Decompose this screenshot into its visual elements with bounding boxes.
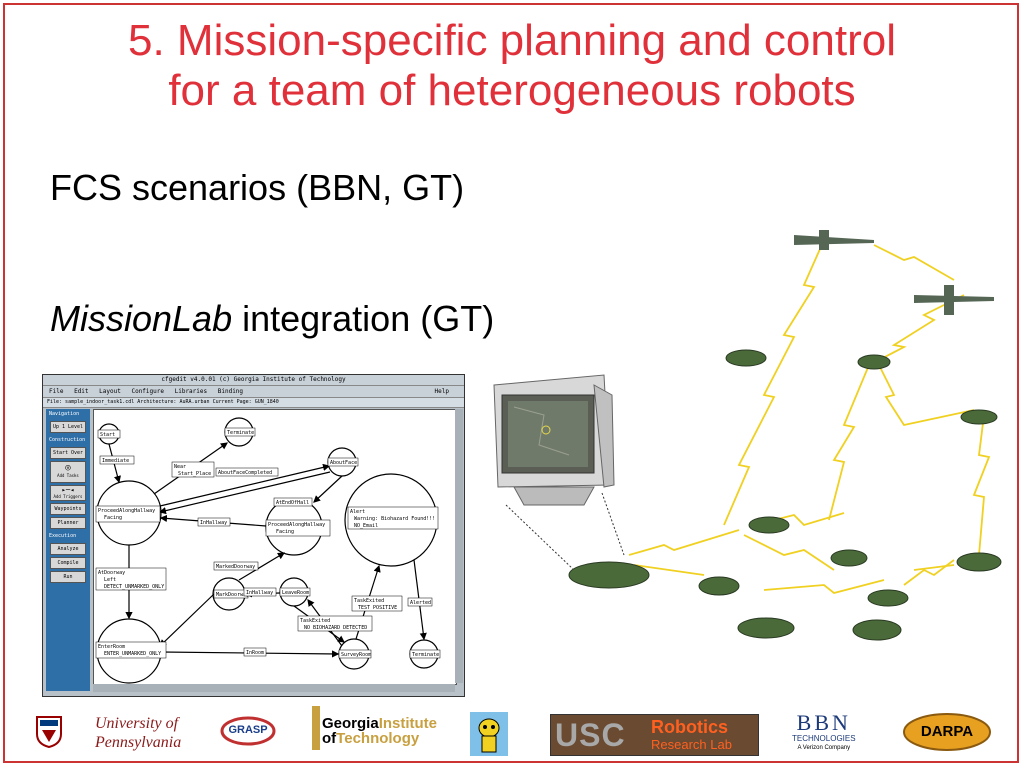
sponsor-logos: University of Pennsylvania GRASP Georgia… (0, 700, 1024, 768)
label-marked-doorway: MarkedDoorway (216, 564, 255, 570)
menu-layout[interactable]: Layout (99, 388, 121, 395)
label-task-exited-2-sub: NO BIOHAZARD DETECTED (304, 625, 367, 631)
integration-text: integration (GT) (232, 298, 495, 339)
label-near-sub: Start_Place (178, 471, 211, 477)
bullet-missionlab-integration: MissionLab integration (GT) (50, 298, 494, 340)
penn-shield-icon (36, 716, 62, 749)
label-at-end-of-hall: AtEndOfHall (276, 500, 309, 506)
menu-configure[interactable]: Configure (131, 388, 164, 395)
add-tasks-label: Add Tasks (57, 473, 79, 478)
usc-robotics-logo: USC Robotics Research Lab (550, 714, 759, 756)
label-survey-room: SurveyRoom (341, 652, 371, 658)
menu-help[interactable]: Help (434, 388, 449, 395)
label-leave-room: LeaveRoom (282, 590, 309, 596)
penn-line-1: University of (95, 715, 179, 732)
penn-line-2: Pennsylvania (95, 734, 182, 751)
cfgedit-file-bar: File: sample_indoor_task1.cdl Architectu… (43, 398, 464, 408)
penn-logo: University of Pennsylvania (95, 714, 181, 752)
label-alert-sub-1: Warning: Biohazard Found!!! (354, 516, 435, 522)
section-navigation: Navigation (49, 411, 80, 417)
label-in-hallway-2: InHallway (246, 590, 273, 596)
menu-binding[interactable]: Binding (217, 388, 244, 395)
label-about-face: AboutFace (330, 460, 357, 466)
gatech-logo: GeorgiaInstitute ofTechnology (322, 715, 438, 747)
canvas-horizontal-scrollbar[interactable] (93, 684, 455, 692)
missionlab-italic: MissionLab (50, 298, 233, 339)
label-proceed-hallway-2: ProceedAlongHallway (268, 522, 325, 528)
darpa-logo: DARPA (902, 712, 992, 752)
label-immediate: Immediate (102, 458, 129, 464)
label-at-doorway-sub-2: DETECT_UNMARKED_ONLY (104, 584, 164, 590)
planner-button[interactable]: Planner (50, 517, 86, 529)
comm-links (628, 239, 991, 594)
label-terminate-2: Terminate (412, 652, 439, 658)
label-about-face-completed: AboutFaceCompleted (218, 470, 272, 476)
uav-icons (794, 230, 994, 315)
up-level-button[interactable]: Up 1 Level (50, 421, 86, 433)
label-proceed-hallway-sub: Facing (104, 515, 122, 521)
robot-team-illustration (493, 230, 1002, 641)
analyze-button[interactable]: Analyze (50, 543, 86, 555)
add-tasks-icon: ◎ (65, 463, 71, 473)
label-alert: Alert (350, 509, 365, 515)
bullet-fcs-scenarios: FCS scenarios (BBN, GT) (50, 167, 465, 208)
label-task-exited-2: TaskExited (300, 618, 330, 624)
label-enter-room-sub: ENTER_UNMARKED_ONLY (104, 651, 161, 657)
fsa-diagram: Start Terminate AboutFace ProceedAlongHa… (95, 417, 441, 684)
tank-icons (568, 349, 1002, 641)
gatech-tower-icon (312, 706, 320, 750)
add-tasks-button[interactable]: ◎ Add Tasks (50, 461, 86, 483)
run-button[interactable]: Run (50, 571, 86, 583)
grasp-logo: GRASP (220, 716, 276, 746)
start-over-button[interactable]: Start Over (50, 447, 86, 459)
label-at-doorway: AtDoorway (98, 570, 125, 576)
label-proceed-hallway: ProceedAlongHallway (98, 508, 155, 514)
label-alert-sub-2: NO_Email (354, 523, 378, 529)
section-construction: Construction (49, 437, 86, 443)
slide-title: 5. Mission-specific planning and control… (0, 16, 1024, 116)
label-terminate: Terminate (227, 430, 254, 436)
cfgedit-window: cfgedit v4.0.01 (c) Georgia Institute of… (42, 374, 465, 697)
title-line-2: for a team of heterogeneous robots (168, 66, 856, 115)
add-triggers-button[interactable]: ▸─◂ Add Triggers (50, 485, 86, 501)
fsa-canvas[interactable]: Start Terminate AboutFace ProceedAlongHa… (93, 409, 457, 685)
label-at-doorway-sub-1: Left (104, 577, 116, 583)
waypoints-button[interactable]: Waypoints (50, 503, 86, 515)
title-line-1: 5. Mission-specific planning and control (128, 16, 896, 65)
section-execution: Execution (49, 533, 77, 539)
label-near: Near (174, 464, 186, 470)
label-enter-room: EnterRoom (98, 644, 125, 650)
bbn-logo: BBN TECHNOLOGIES A Verizon Company (792, 710, 856, 752)
label-start: Start (100, 432, 115, 438)
monitor-icon (493, 374, 615, 506)
cfgedit-tool-panel: Navigation Up 1 Level Construction Start… (46, 409, 90, 691)
label-in-hallway: InHallway (200, 520, 227, 526)
add-triggers-icon: ▸─◂ (61, 486, 75, 494)
label-task-exited-1: TaskExited (354, 598, 384, 604)
compile-button[interactable]: Compile (50, 557, 86, 569)
label-alerted: Alerted (410, 600, 431, 606)
label-mark-doorway: MarkDoorway (216, 592, 249, 598)
canvas-vertical-scrollbar[interactable] (455, 409, 463, 683)
yellow-jacket-mascot-icon (470, 712, 508, 756)
menu-file[interactable]: File (49, 388, 64, 395)
label-task-exited-1-sub: TEST POSITIVE (358, 605, 397, 611)
menu-edit[interactable]: Edit (74, 388, 89, 395)
menu-libraries[interactable]: Libraries (174, 388, 208, 395)
label-in-room: InRoom (246, 650, 264, 656)
label-proceed-hallway-2-sub: Facing (276, 529, 294, 535)
slide-border (3, 3, 1019, 763)
cfgedit-title-bar: cfgedit v4.0.01 (c) Georgia Institute of… (43, 375, 464, 386)
cfgedit-menu-bar: File Edit Layout Configure Libraries Bin… (43, 386, 464, 398)
add-triggers-label: Add Triggers (53, 494, 83, 499)
